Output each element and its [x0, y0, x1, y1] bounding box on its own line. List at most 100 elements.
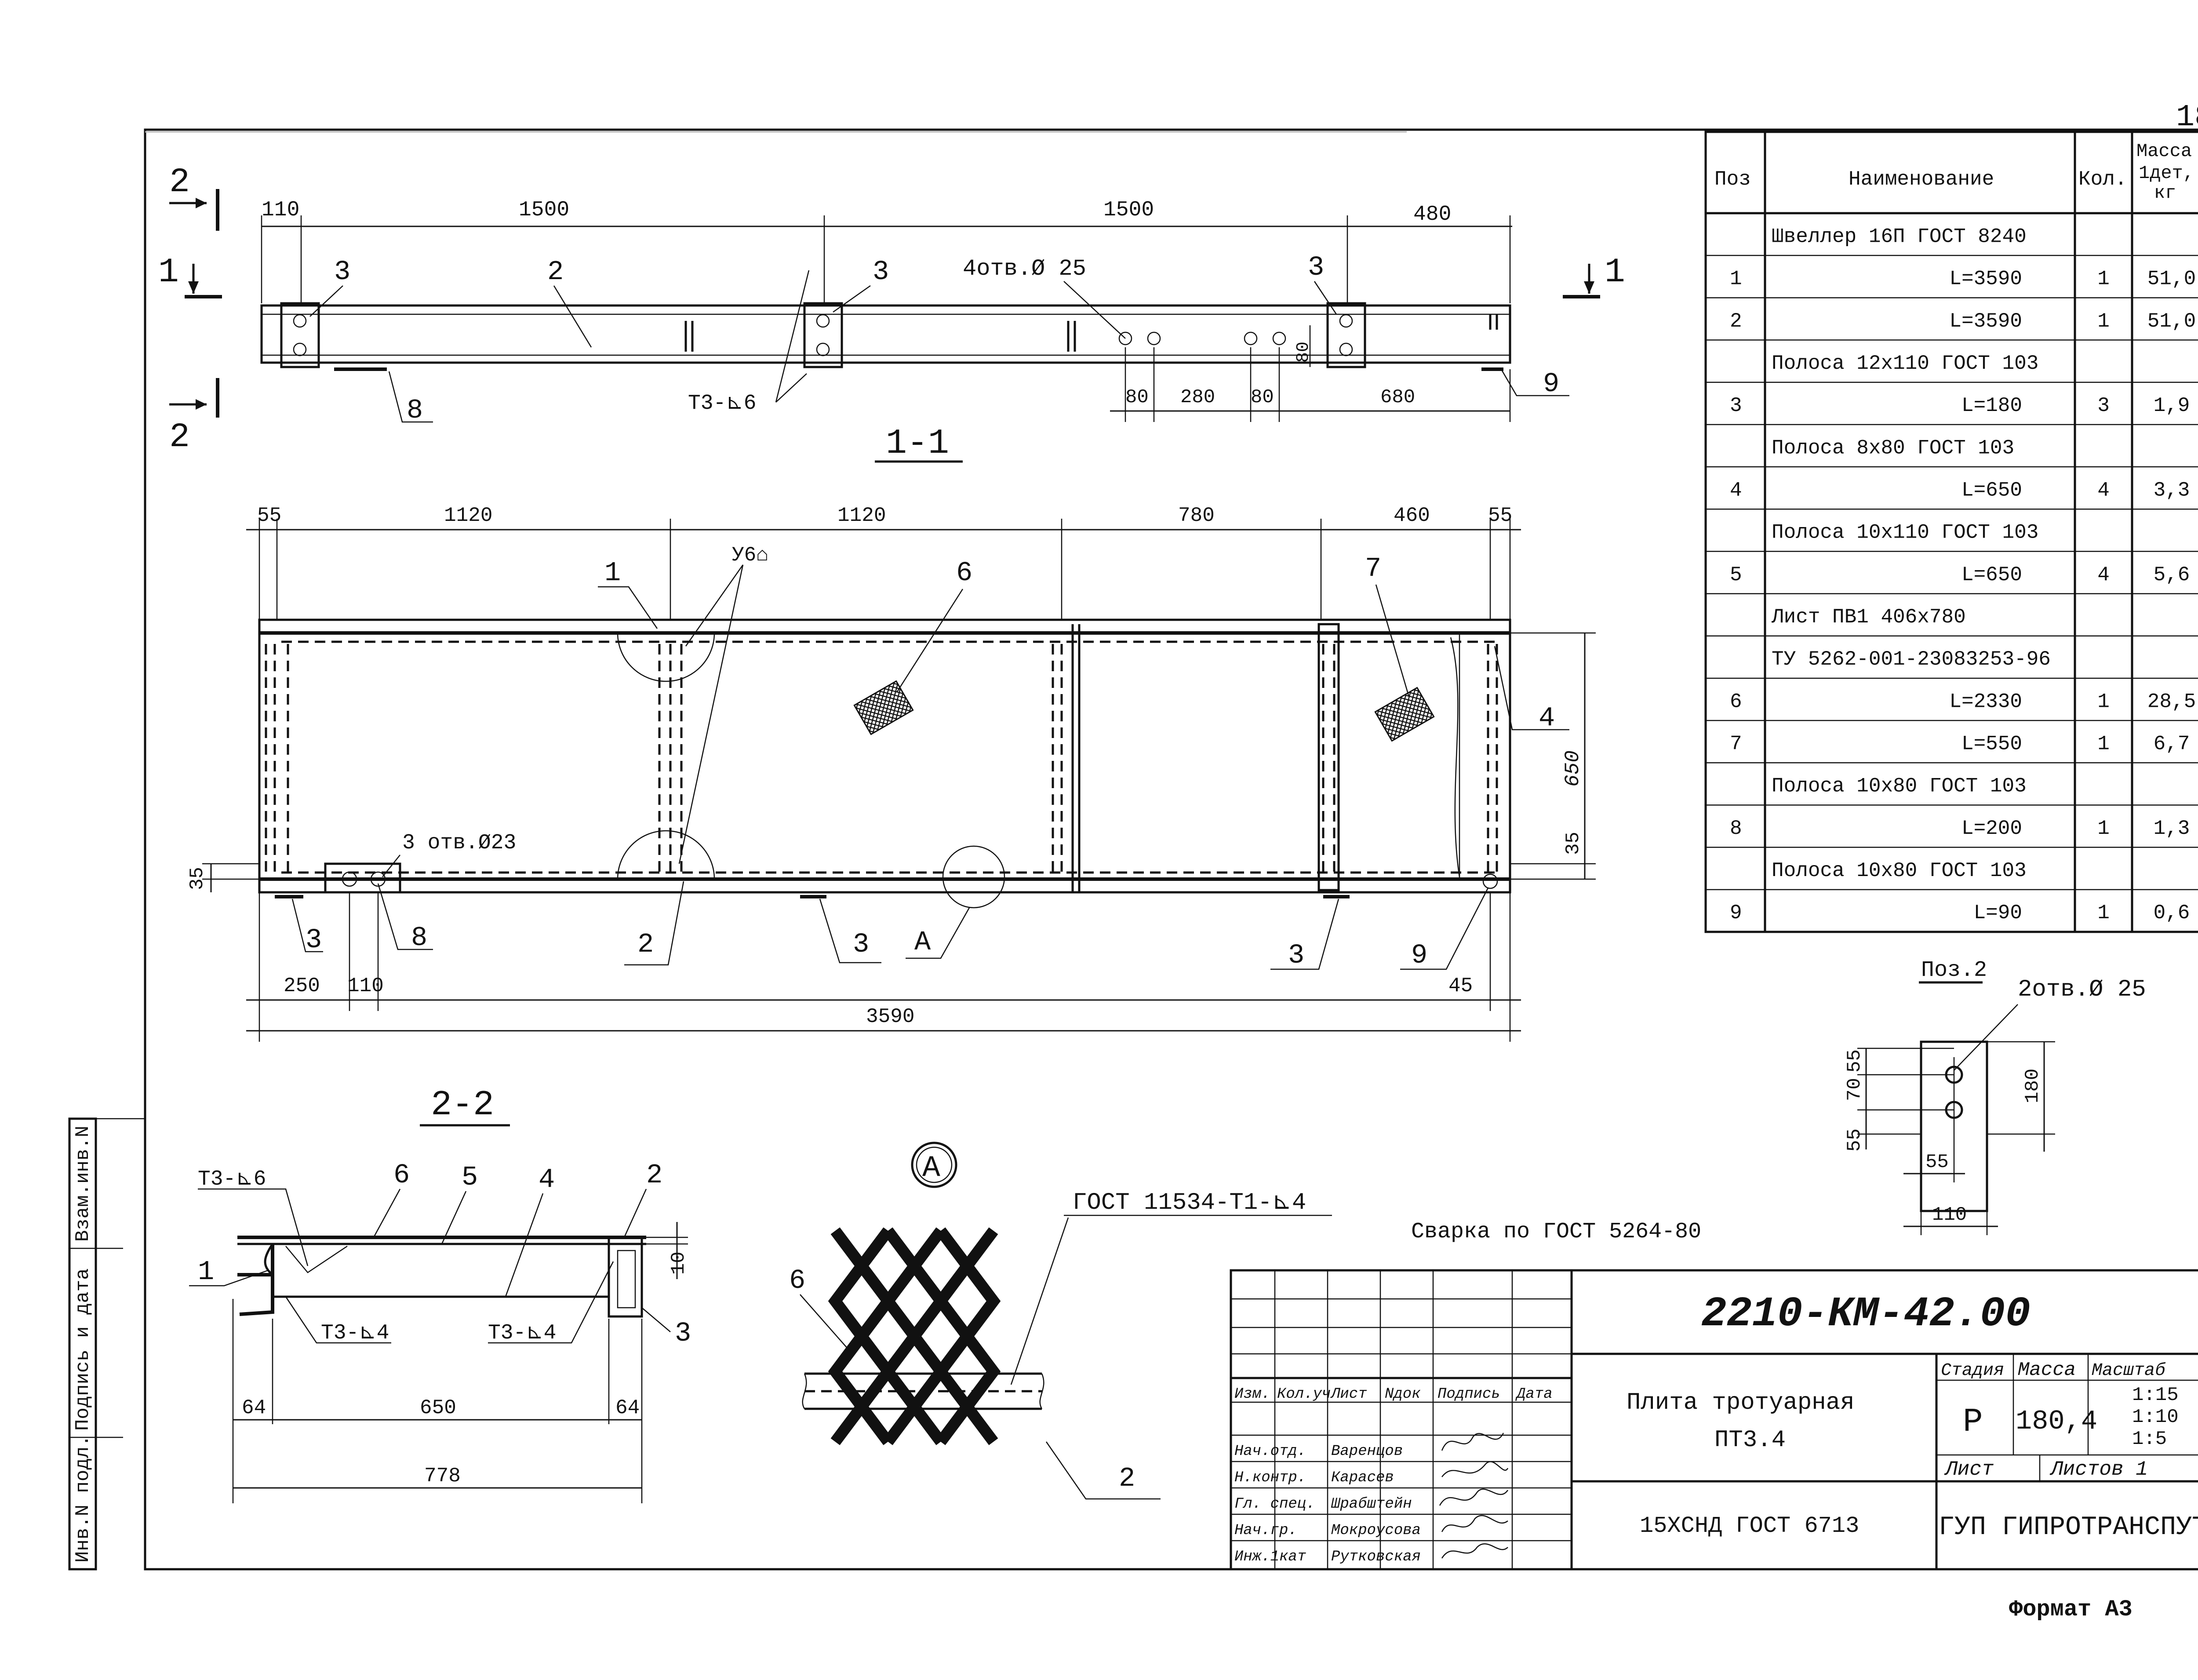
- section-mark-1-right: 1: [1605, 253, 1625, 292]
- plan-callout-8: 8: [411, 922, 427, 953]
- bottom-dim-80a: 80: [1125, 386, 1149, 408]
- detail-a-callout-2: 2: [1119, 1463, 1135, 1494]
- s22-weld-t3-4b: Т3-⊾4: [488, 1321, 556, 1345]
- plan-callout-3c: 3: [1288, 940, 1304, 971]
- spec-table: Поз Наименование Кол. Масса 1дет, кг Шве…: [1704, 131, 2198, 933]
- staff-role: Инж.1кат: [1234, 1549, 1306, 1565]
- plan-view: 55 1120 1120 780 460 55 650 35 35 250 11…: [186, 504, 1596, 1042]
- spec-cell-mass: 6,7: [2154, 733, 2190, 756]
- spec-cell-name: Полоса 12х110 ГОСТ 103: [1772, 352, 2038, 375]
- staff-role: Н.контр.: [1234, 1469, 1306, 1486]
- mesh-patch-6: [853, 680, 914, 735]
- callout-3-left: 3: [334, 256, 350, 287]
- weld-label-t3-6: Т3-⊾6: [688, 392, 756, 415]
- rev-header-izm: Изм.: [1234, 1386, 1270, 1403]
- spec-header-poz: Поз: [1714, 168, 1751, 191]
- callout-3-mid: 3: [873, 256, 889, 287]
- spec-cell-qty: 1: [2097, 310, 2110, 333]
- detail-a-weld-label: ГОСТ 11534-Т1-⊾4: [1073, 1189, 1306, 1216]
- spec-cell-poz: 1: [1730, 268, 1742, 291]
- s22-dim-64a: 64: [242, 1396, 266, 1419]
- plan-weld-label: У6⌂: [732, 544, 768, 567]
- plan-dim-1120a: 1120: [444, 504, 492, 527]
- poz2-dim-55: 55: [1925, 1151, 1949, 1173]
- section-mark-2-top: 2: [169, 163, 190, 202]
- s22-dim-778: 778: [424, 1465, 461, 1487]
- plan-callout-3a: 3: [306, 924, 322, 956]
- s22-weld-t3-4a: Т3-⊾4: [321, 1321, 389, 1345]
- plan-view-title: 1-1: [886, 424, 949, 464]
- spec-cell-name: L=3590: [1949, 310, 2022, 333]
- spec-cell-poz: 5: [1730, 564, 1742, 586]
- spec-cell-name: L=180: [1961, 394, 2022, 417]
- strip-label-vzam: Взам.инв.N: [72, 1126, 94, 1242]
- callout-9: 9: [1543, 368, 1559, 400]
- plan-callout-1: 1: [604, 557, 621, 589]
- spec-cell-mass: 3,3: [2154, 479, 2190, 502]
- spec-cell-mass: 51,0: [2147, 268, 2196, 291]
- mass-header: Масса: [2018, 1359, 2076, 1381]
- spec-cell-mass: 1,3: [2154, 817, 2190, 840]
- spec-header-qty: Кол.: [2078, 168, 2127, 191]
- plan-dim-55b: 55: [1488, 504, 1512, 527]
- section-mark-2-bottom: 2: [169, 418, 190, 457]
- strip-label-sign: Подпись и дата: [72, 1268, 94, 1431]
- spec-cell-qty: 1: [2097, 902, 2110, 924]
- spec-cell-qty: 1: [2097, 817, 2110, 840]
- mesh-patch-7: [1374, 687, 1435, 742]
- s22-callout-4: 4: [539, 1164, 555, 1195]
- signatures: [1439, 1433, 1509, 1559]
- plan-dim-460: 460: [1394, 504, 1430, 527]
- poz2-detail: Поз.2 2отв.Ø 25 55 70 55 180 55 110: [1844, 958, 2146, 1235]
- spec-header-name: Наименование: [1849, 168, 1994, 191]
- spec-cell-name: Швеллер 16П ГОСТ 8240: [1772, 225, 2027, 248]
- expanded-metal-mesh: [802, 1227, 1044, 1445]
- top-dim-110: 110: [262, 198, 299, 222]
- section-2-2: 2-2 64 650 64 778 10 Т3-⊾6 6 5 4 2 1: [189, 1085, 691, 1503]
- s22-dim-64b: 64: [615, 1396, 640, 1419]
- holes-label-4x25: 4отв.Ø 25: [963, 256, 1086, 282]
- plan-dim-780: 780: [1178, 504, 1215, 527]
- rev-header-date: Дата: [1515, 1386, 1553, 1403]
- material: 15ХСНД ГОСТ 6713: [1640, 1513, 1859, 1539]
- poz2-dim-55b: 55: [1844, 1128, 1866, 1152]
- plan-callout-3b: 3: [853, 929, 869, 960]
- detail-a: А ГОСТ 11534-Т1-⊾4 6 2: [789, 1142, 1332, 1500]
- callout-8: 8: [407, 395, 423, 426]
- plan-callout-6: 6: [956, 557, 972, 589]
- detail-a-callout-6: 6: [789, 1265, 805, 1296]
- staff-role: Нач.гр.: [1234, 1522, 1297, 1539]
- detail-a-label: А: [922, 1151, 940, 1185]
- spec-cell-name: Полоса 10х110 ГОСТ 103: [1772, 521, 2038, 544]
- spec-cell-poz: 7: [1730, 733, 1742, 756]
- spec-cell-poz: 8: [1730, 817, 1742, 840]
- mass-value: 180,4: [2016, 1406, 2097, 1437]
- scale-2: 1:10: [2132, 1406, 2179, 1428]
- plan-dim-3590: 3590: [866, 1005, 914, 1028]
- page-number: 180: [2176, 100, 2198, 135]
- plan-callout-2: 2: [637, 929, 654, 960]
- spec-cell-mass: 28,5: [2147, 690, 2196, 713]
- staff-name: Карасев: [1331, 1469, 1394, 1486]
- staff-name: Варенцов: [1331, 1443, 1403, 1460]
- spec-cell-name: L=2330: [1949, 690, 2022, 713]
- spec-cell-mass: 0,6: [2154, 902, 2190, 924]
- spec-cell-poz: 2: [1730, 310, 1742, 333]
- spec-cell-name: L=650: [1961, 564, 2022, 586]
- stage-value: Р: [1963, 1403, 1983, 1441]
- doc-name-2: ПТ3.4: [1714, 1427, 1786, 1454]
- spec-cell-name: L=90: [1974, 902, 2022, 924]
- left-strip: Инв.N подл. Подпись и дата Взам.инв.N: [68, 1117, 145, 1571]
- title-block: Изм. Кол.уч Лист Nдок Подпись Дата Нач.о…: [1230, 1269, 2198, 1571]
- poz2-dim-110: 110: [1932, 1204, 1967, 1226]
- plan-dim-45: 45: [1448, 975, 1473, 997]
- section-2-2-title: 2-2: [431, 1085, 494, 1125]
- bottom-dim-680: 680: [1380, 386, 1415, 408]
- s22-callout-1: 1: [198, 1256, 214, 1287]
- sheets-label: Листов 1: [2049, 1458, 2148, 1481]
- staff-role: Нач.отд.: [1234, 1443, 1306, 1460]
- spec-cell-qty: 1: [2097, 733, 2110, 756]
- s22-dim-650: 650: [420, 1396, 456, 1419]
